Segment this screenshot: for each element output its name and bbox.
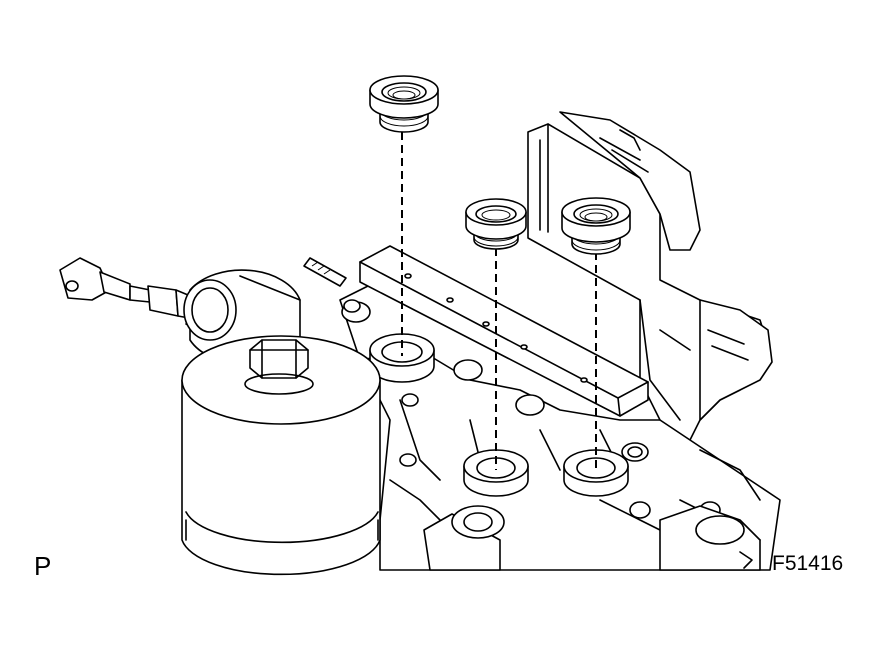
filter-canister bbox=[181, 335, 381, 576]
figure-code: F51416 bbox=[772, 552, 844, 575]
plug-middle bbox=[465, 198, 527, 250]
guide-lines bbox=[401, 132, 597, 470]
plug-right bbox=[561, 197, 631, 255]
plug-left bbox=[369, 75, 439, 133]
front-fittings bbox=[423, 505, 761, 571]
mounting-bar bbox=[359, 245, 649, 417]
valve-body bbox=[339, 279, 781, 571]
solenoid-actuator bbox=[59, 257, 301, 365]
view-letter: P bbox=[34, 551, 52, 581]
